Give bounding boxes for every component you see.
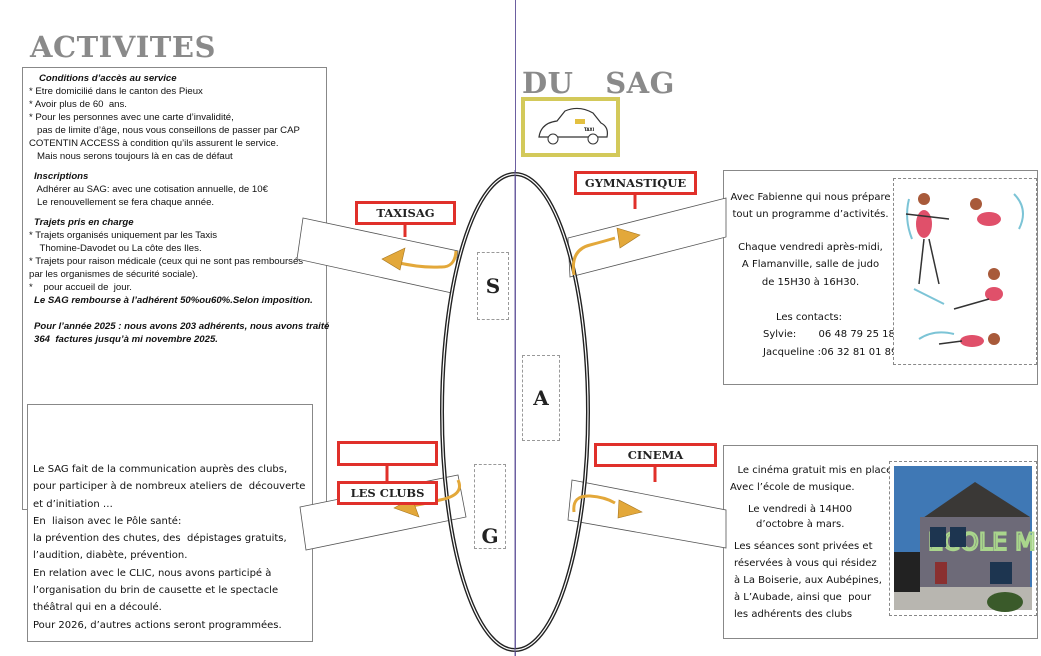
taxi-arrowhead [381, 247, 406, 271]
taxi-strip [296, 217, 459, 294]
cinema-line: Le vendredi à 14H00 [748, 504, 853, 515]
cinema-line: réservées à vous qui résidez [734, 558, 877, 569]
contacts-heading: Les contacts: [776, 312, 842, 323]
inscriptions-heading: Inscriptions [34, 171, 89, 182]
trajet-line: par les organismes de sécurité sociale). [29, 269, 199, 280]
rembourse-line: Le SAG rembourse à l’adhérent 50%ou60%.S… [34, 295, 313, 306]
clubs-line: Pour 2026, d’autres actions seront progr… [33, 619, 282, 631]
trajet-line: * Trajets pour raison médicale (ceux qui… [29, 256, 304, 267]
clubs-line: Le SAG fait de la communication auprès d… [33, 464, 288, 475]
clubs-line: En liaison avec le Pôle santé: [33, 515, 182, 527]
cinema-arrowhead [617, 499, 643, 519]
cinema-line: à L’Aubade, ainsi que pour [734, 592, 872, 603]
inscription-line: Le renouvellement se fera chaque année. [29, 197, 215, 208]
cinema-label: CINEMA [594, 443, 717, 467]
letter-s-box: S [477, 252, 509, 320]
gym-illustration [893, 178, 1037, 365]
cinema-line: Avec l’école de musique. [730, 482, 855, 493]
clubs-line: et d’initiation … [33, 498, 113, 510]
trajet-line: Thomine-Davodet ou La côte des Iles. [29, 243, 202, 254]
inscription-line: Adhérer au SAG: avec une cotisation annu… [29, 184, 268, 195]
gym-schedule-line: de 15H30 à 16H30. [761, 276, 860, 288]
cinema-line: Les séances sont privées et [734, 541, 873, 552]
condition-line: Mais nous serons toujours là en cas de d… [29, 151, 233, 162]
contact-line: Jacqueline :06 32 81 01 89 [763, 347, 898, 358]
condition-line: pas de limite d’âge, nous vous conseillo… [29, 125, 300, 136]
trajet-line: * pour accueil de jour. [29, 282, 132, 293]
letter-g-box: G [474, 464, 506, 549]
clubs-line: l’organisation du brin de causette et le… [33, 585, 279, 597]
cinema-line: Le cinéma gratuit mis en place [728, 465, 893, 476]
condition-line: * Pour les personnes avec une carte d’in… [29, 112, 234, 123]
taxi-car-image: TAXI [521, 97, 620, 157]
empty-label [337, 441, 438, 466]
gym-intro-line: tout un programme d’activités. [732, 209, 889, 221]
gym-schedule-line: A Flamanville, salle de judo [741, 259, 880, 271]
clubs-line: l’audition, diabète, prévention. [33, 550, 188, 562]
gym-intro-line: Avec Fabienne qui nous prépare [730, 192, 891, 203]
left-title: ACTIVITES [30, 30, 216, 64]
clubs-line: En relation avec le CLIC, nous avons par… [33, 567, 272, 579]
contact-line: Sylvie: 06 48 79 25 18 [763, 329, 895, 340]
clubs-line: pour participer à de nombreux ateliers d… [33, 481, 306, 493]
gym-arrow [571, 236, 616, 276]
cinema-line: d’octobre à mars. [756, 519, 845, 530]
cinema-line: les adhérents des clubs [734, 609, 853, 620]
condition-line: COTENTIN ACCESS à condition qu’ils assur… [29, 138, 279, 149]
gym-schedule-line: Chaque vendredi après-midi, [738, 242, 883, 253]
conditions-heading: Conditions d’accès au service [39, 73, 177, 84]
letter-a-box: A [522, 355, 560, 441]
exercise-figures-icon [905, 193, 1024, 347]
trajets-heading: Trajets pris en charge [34, 217, 134, 228]
clubs-line: théâtral qui en a découlé. [33, 602, 162, 614]
condition-line: * Avoir plus de 60 ans. [29, 99, 127, 110]
cinema-line: à La Boiserie, aux Aubépines, [734, 575, 882, 586]
right-title: DU SAG [522, 66, 675, 100]
taxisag-label: TAXISAG [355, 201, 456, 225]
car-taxi-text: TAXI [584, 127, 595, 132]
building-photo-icon: ECOLE MUSIC [894, 466, 1041, 612]
gym-strip [567, 197, 727, 278]
stats-line: Pour l’année 2025 : nous avons 203 adhér… [34, 321, 330, 332]
clubs-info-box: Le SAG fait de la communication auprès d… [27, 404, 313, 642]
music-school-photo: ECOLE MUSIC [889, 461, 1041, 616]
condition-line: * Etre domicilié dans le canton des Pieu… [29, 86, 203, 97]
gymnastique-label: GYMNASTIQUE [574, 171, 697, 195]
stats-line: 364 factures jusqu’à mi novembre 2025. [34, 334, 218, 345]
cinema-arrow [572, 494, 616, 513]
clubs-line: la prévention des chutes, des dépistages… [33, 533, 287, 545]
cinema-strip [567, 479, 727, 549]
car-icon [525, 101, 616, 153]
les-clubs-label: LES CLUBS [337, 481, 438, 505]
trajet-line: * Trajets organisés uniquement par les T… [29, 230, 218, 241]
taxi-arrow [394, 250, 458, 269]
gym-arrowhead [616, 227, 641, 249]
